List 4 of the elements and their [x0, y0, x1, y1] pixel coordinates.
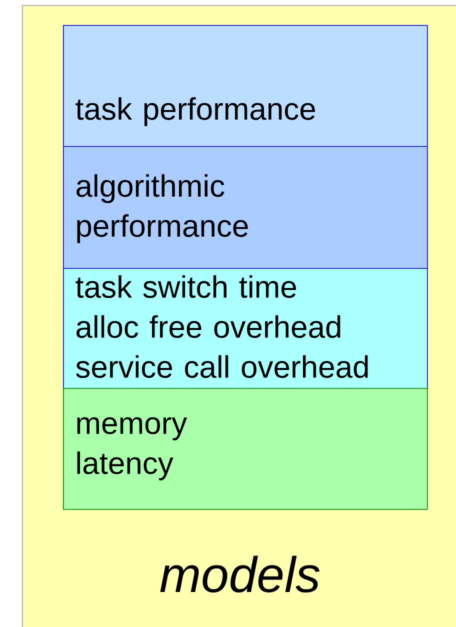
- layer-box: task switch time alloc free overhead service call overhead: [63, 268, 428, 389]
- layer-box: algorithmic performance: [63, 146, 428, 269]
- layer-box: memory latency: [63, 388, 428, 510]
- layer-box: task performance: [63, 25, 428, 147]
